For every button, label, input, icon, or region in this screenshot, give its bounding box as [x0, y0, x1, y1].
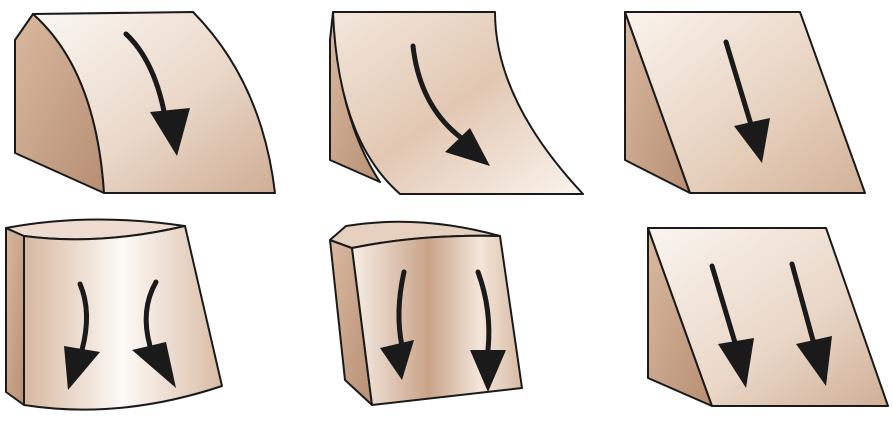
divergent-slope-face [24, 226, 222, 410]
parallel-slope-block [648, 228, 888, 406]
concave-slope-block [330, 12, 583, 194]
convex-slope-block [15, 12, 275, 193]
convergent-slope-block [330, 222, 522, 405]
divergent-slope-block [6, 219, 222, 409]
convergent-slope-face [352, 236, 522, 405]
divergent-side-face [6, 228, 24, 405]
planar-slope-block [625, 12, 865, 193]
